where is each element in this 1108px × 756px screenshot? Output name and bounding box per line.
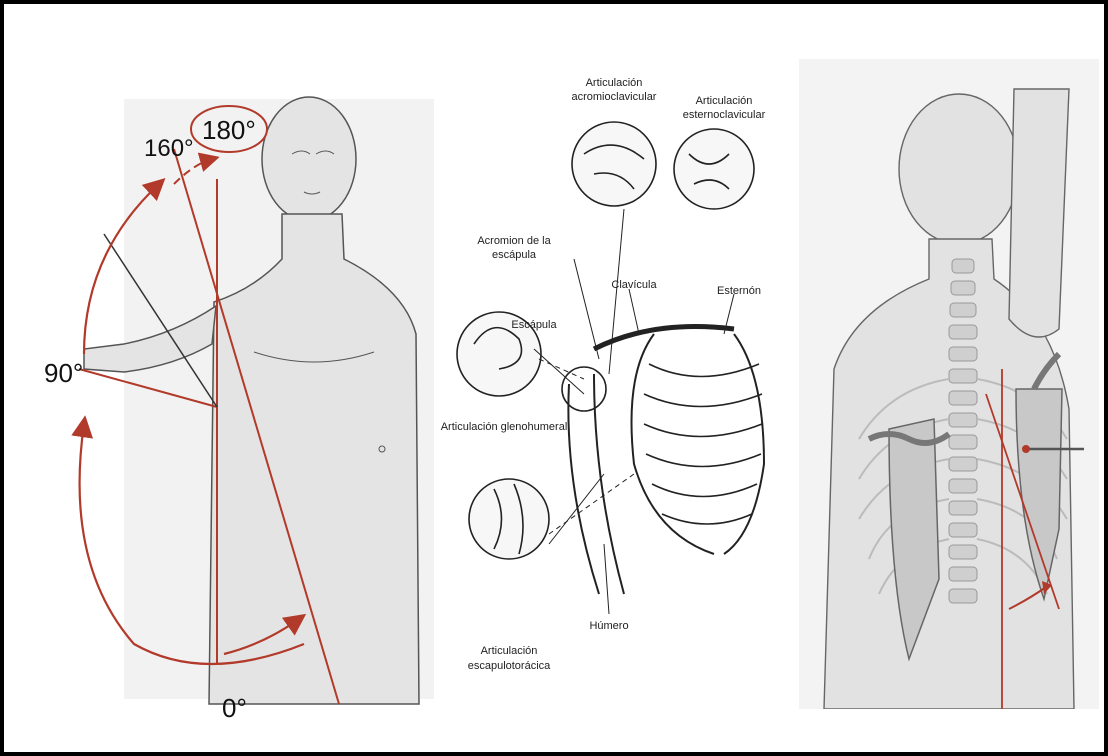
label-glenohumeral: Articulación glenohumeral: [441, 421, 568, 433]
posterior-view-illustration: [794, 59, 1099, 709]
abduction-illustration: 180° 160° 90° 0°: [24, 44, 444, 744]
abduction-range-panel: 180° 160° 90° 0°: [24, 44, 444, 744]
escapulotoracica-detail-circle: [469, 479, 549, 559]
shoulder-anatomy-illustration: Articulación acromioclavicular Articulac…: [434, 74, 794, 724]
label-articulacion-ac-2: acromioclavicular: [572, 91, 657, 103]
angle-0-label: 0°: [222, 693, 247, 723]
label-articulacion-ac-1: Articulación: [586, 77, 643, 89]
shoulder-joints-panel: Articulación acromioclavicular Articulac…: [434, 74, 794, 724]
label-articulacion-et-1: Articulación: [481, 645, 538, 657]
label-acromion-1: Acromion de la: [477, 235, 551, 247]
angle-180-label: 180°: [202, 115, 256, 145]
label-articulacion-ec-1: Articulación: [696, 95, 753, 107]
label-escapula: Escápula: [511, 319, 557, 331]
label-articulacion-et-2: escapulotorácica: [468, 660, 551, 672]
scapular-rotation-panel: [794, 59, 1099, 709]
label-acromion-2: escápula: [492, 249, 537, 261]
rotation-center-dot: [1022, 445, 1030, 453]
angle-160-label: 160°: [144, 135, 194, 162]
esternoclavicular-detail-circle: [674, 129, 754, 209]
angle-90-label: 90°: [44, 358, 83, 388]
label-humero: Húmero: [589, 620, 628, 632]
label-clavicula: Clavícula: [611, 279, 657, 291]
label-esternon: Esternón: [717, 285, 761, 297]
label-articulacion-ec-2: esternoclavicular: [683, 109, 766, 121]
acromioclavicular-detail-circle: [572, 122, 656, 206]
rib-cage: [632, 334, 765, 554]
clavicle-bone: [594, 327, 734, 350]
